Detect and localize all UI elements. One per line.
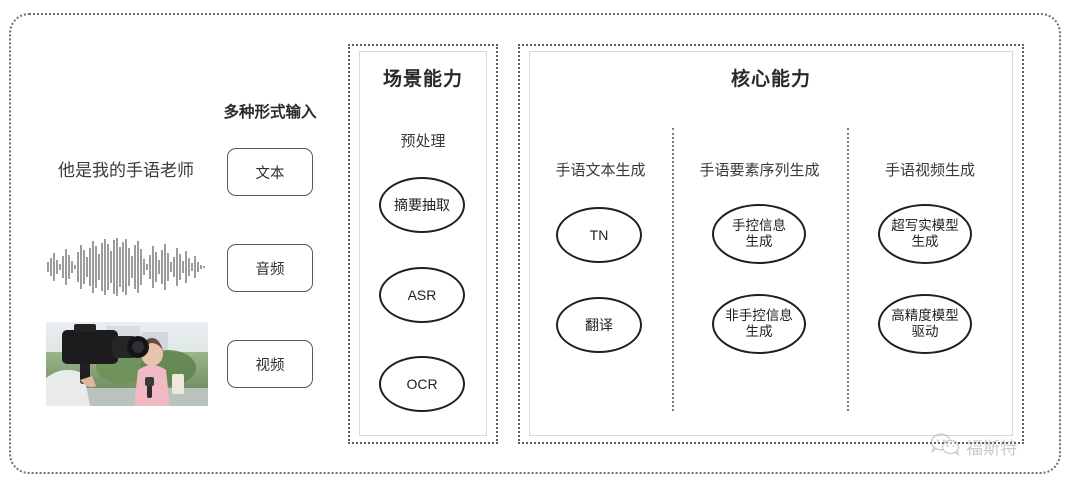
- core-column-divider-1: [672, 128, 674, 411]
- waveform-icon: [42, 236, 212, 298]
- node-tn[interactable]: TN: [556, 207, 642, 263]
- sample-text-input: 他是我的手语老师: [58, 161, 194, 180]
- node-summary-extraction[interactable]: 摘要抽取: [379, 177, 465, 233]
- core-capability-title: 核心能力: [730, 69, 811, 90]
- wechat-icon: [930, 432, 960, 461]
- preprocessing-group-label: 预处理: [400, 133, 446, 150]
- core-column-label-sign-element-sequence-generation: 手语要素序列生成: [699, 162, 820, 179]
- watermark: 福斯特: [930, 432, 1017, 461]
- node-photorealistic-model-generation[interactable]: 超写实模型 生成: [878, 204, 972, 264]
- scene-capability-title: 场景能力: [382, 69, 463, 90]
- core-capability-panel-inner: [529, 51, 1013, 436]
- node-ocr[interactable]: OCR: [379, 356, 465, 412]
- core-column-label-sign-video-generation: 手语视频生成: [884, 162, 975, 179]
- modality-box-video[interactable]: 视频: [227, 340, 313, 388]
- input-section-heading: 多种形式输入: [223, 104, 317, 121]
- core-capability-panel: [518, 44, 1024, 444]
- node-non-manual-signal-generation[interactable]: 非手控信息 生成: [712, 294, 806, 354]
- modality-box-text[interactable]: 文本: [227, 148, 313, 196]
- video-thumbnail: [46, 322, 208, 406]
- node-manual-signal-generation[interactable]: 手控信息 生成: [712, 204, 806, 264]
- node-high-precision-model-driving[interactable]: 高精度模型 驱动: [878, 294, 972, 354]
- watermark-label: 福斯特: [966, 439, 1017, 458]
- scene-capability-panel: [348, 44, 498, 444]
- core-column-label-sign-text-generation: 手语文本生成: [555, 162, 646, 179]
- node-asr[interactable]: ASR: [379, 267, 465, 323]
- node-translation[interactable]: 翻译: [556, 297, 642, 353]
- scene-capability-panel-inner: [359, 51, 487, 436]
- outer-frame: [9, 13, 1061, 474]
- core-column-divider-2: [847, 128, 849, 411]
- modality-box-audio[interactable]: 音频: [227, 244, 313, 292]
